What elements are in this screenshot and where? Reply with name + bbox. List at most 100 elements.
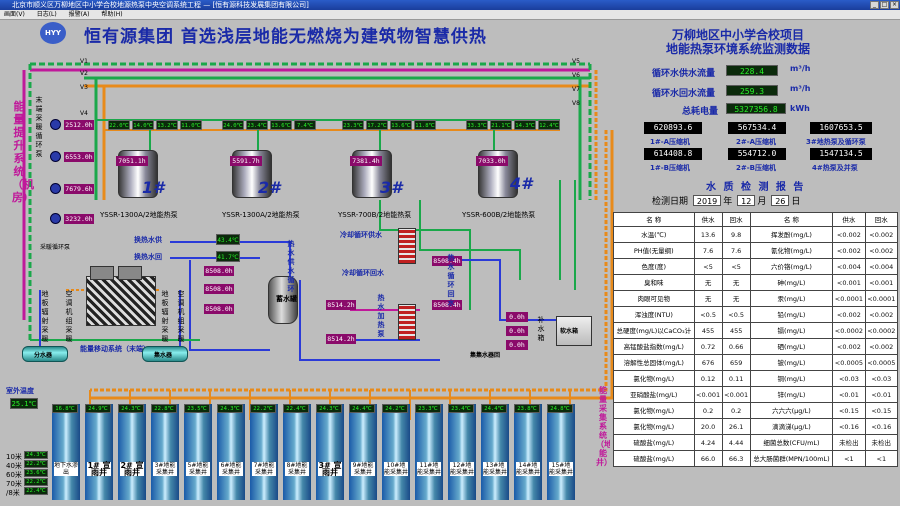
- wq-item-value: <0.002: [864, 306, 899, 323]
- wq-item-value: 未检出: [864, 434, 899, 451]
- well[interactable]: [547, 404, 575, 500]
- window-title: 北京市顺义区万柳地区中小学合校地源热泵中央空调系统工程 — [恒有源科技发展集团…: [12, 1, 309, 9]
- hp4-model: YSSR-600B/2地能热泵: [462, 211, 536, 219]
- menu-alarm[interactable]: 报警(A): [68, 11, 90, 18]
- power-value: 5327356.8: [726, 103, 786, 114]
- well[interactable]: [52, 404, 80, 500]
- wq-item-name: 水温(℃): [613, 226, 695, 243]
- menu-view[interactable]: 画面(V): [4, 11, 25, 18]
- wq-item-name: 氯化物(mg/L): [613, 370, 695, 387]
- wq-item-value: <0.03: [864, 370, 899, 387]
- wq-item-value: 0.2: [721, 402, 751, 419]
- wq-header-2: 回水: [721, 212, 751, 227]
- wq-item-value: 7.6: [693, 242, 723, 259]
- left-pump-3-icon[interactable]: [50, 183, 61, 194]
- wq-item-value: <0.5: [693, 306, 723, 323]
- well[interactable]: [514, 404, 542, 500]
- well[interactable]: [250, 404, 278, 500]
- supply-flow-label: 循环水供水流量: [652, 69, 716, 79]
- supply-flow-value: 228.4: [726, 65, 778, 76]
- wq-item-value: <0.0001: [832, 290, 866, 307]
- meter-4: 1547134.5: [810, 148, 872, 160]
- hp2-temp-3: 13.6℃: [270, 120, 292, 130]
- wq-item-value: <0.002: [832, 306, 866, 323]
- menu-bar: 画面(V) 日志(L) 报警(A) 帮助(H): [0, 10, 900, 20]
- wq-item-value: 无: [693, 274, 723, 291]
- wq-item-value: 455: [693, 322, 723, 339]
- hp4-temp-3: 14.3℃: [514, 120, 536, 130]
- well-label: 地下水渗出: [54, 462, 79, 476]
- depth-temp: 24.3℃: [24, 451, 48, 459]
- wq-item-name: 六六六(μg/L): [749, 402, 834, 419]
- hp4-temp-1: 33.3℃: [466, 120, 488, 130]
- mid-pump-1-hours: 8508.0h: [204, 266, 234, 276]
- header-slogan: 恒有源集团 首选浅层地能无燃烧为建筑物智慧供热: [84, 27, 487, 47]
- meter-1a: 620893.6: [644, 122, 702, 134]
- well[interactable]: [481, 404, 509, 500]
- well[interactable]: [415, 404, 443, 500]
- menu-help[interactable]: 帮助(H): [101, 11, 123, 18]
- company-logo: HYY: [40, 22, 66, 44]
- depth-label: 60米: [6, 471, 22, 479]
- left-pump-1-icon[interactable]: [50, 119, 61, 130]
- left-pump-2-icon[interactable]: [50, 151, 61, 162]
- hp3-hours: 7381.4h: [350, 156, 382, 166]
- collector-tank: [142, 346, 188, 362]
- valve-v2: V2: [80, 70, 88, 77]
- depth-temp: 22.4℃: [24, 487, 48, 495]
- day-unit: 日: [791, 197, 801, 207]
- wq-item-value: <0.001: [864, 274, 899, 291]
- wq-item-name: 硫酸盐(mg/L): [613, 434, 695, 451]
- close-button[interactable]: ×: [890, 1, 899, 9]
- minimize-button[interactable]: _: [870, 1, 879, 9]
- mid-pump-4-hours: 8514.2h: [326, 300, 356, 310]
- hp2-temp-1: 24.0℃: [222, 120, 244, 130]
- well[interactable]: [151, 404, 179, 500]
- well[interactable]: [283, 404, 311, 500]
- well[interactable]: [118, 404, 146, 500]
- hp1-temp-4: 11.0℃: [180, 120, 202, 130]
- menu-log[interactable]: 日志(L): [36, 11, 57, 18]
- meter-2a-label: 2#-A压缩机: [736, 138, 777, 146]
- well[interactable]: [85, 404, 113, 500]
- wq-item-value: 0.12: [693, 370, 723, 387]
- wq-item-name: 臭和味: [613, 274, 695, 291]
- test-day: 26: [771, 195, 790, 206]
- well[interactable]: [448, 404, 476, 500]
- wq-item-value: 0.66: [721, 338, 751, 355]
- well[interactable]: [382, 404, 410, 500]
- exchange-return-temp: 41.7℃: [216, 251, 240, 262]
- hp4-temp-2: 21.1℃: [490, 120, 512, 130]
- well-temp: 23.8℃: [514, 404, 540, 413]
- well[interactable]: [217, 404, 245, 500]
- wq-item-value: 7.6: [721, 242, 751, 259]
- well[interactable]: [349, 404, 377, 500]
- wq-item-value: <5: [721, 258, 751, 275]
- cooling-supply-label: 冷却循环供水: [340, 231, 382, 239]
- return-flow-value: 259.3: [726, 85, 778, 96]
- valve-v8: V8: [572, 100, 580, 107]
- meter-1a-label: 1#-A压缩机: [650, 138, 691, 146]
- well-temp: 24.8℃: [547, 404, 573, 413]
- well-label: 13#地能采集井: [483, 462, 508, 476]
- exchange-supply-label: 换热水供: [134, 236, 162, 244]
- well[interactable]: [316, 404, 344, 500]
- wq-item-value: 无: [721, 274, 751, 291]
- wq-item-value: 455: [721, 322, 751, 339]
- wq-header-1: 供水: [693, 212, 723, 227]
- well-temp: 24.3℃: [118, 404, 144, 413]
- wq-item-value: <0.0001: [864, 290, 899, 307]
- well[interactable]: [184, 404, 212, 500]
- ac-coil-image: [86, 276, 156, 326]
- maximize-button[interactable]: □: [880, 1, 889, 9]
- hp4-hours: 7033.0h: [476, 156, 508, 166]
- left-pump-2-hours: 6553.0h: [64, 152, 94, 162]
- wq-item-value: 未检出: [832, 434, 866, 451]
- left-pump-4-icon[interactable]: [50, 213, 61, 224]
- wq-item-name: 肉眼可见物: [613, 290, 695, 307]
- meter-3-label: 3#地热泵及循环泵: [806, 138, 866, 146]
- well-temp: 24.3℃: [217, 404, 243, 413]
- left-pump-4-hours: 3232.0h: [64, 214, 94, 224]
